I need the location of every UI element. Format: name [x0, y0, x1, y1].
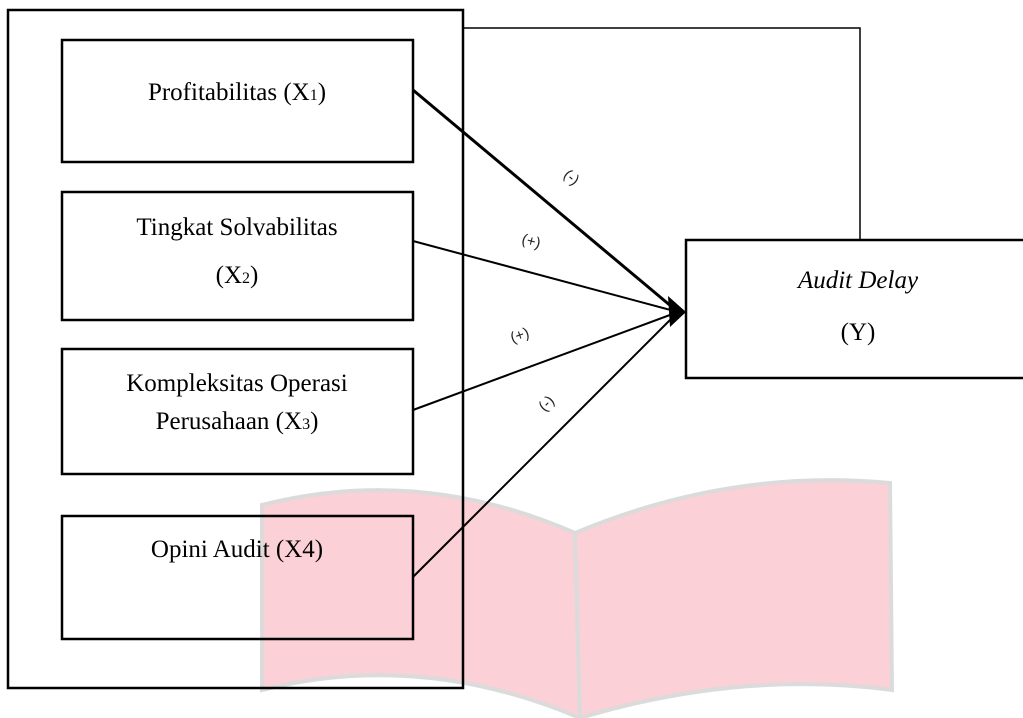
y-label: Audit Delay: [796, 267, 919, 294]
independent-variables-frame: [6, 8, 465, 690]
x1-to-y-arrow: [412, 88, 679, 314]
simultaneous-path-line: [463, 27, 861, 240]
y-symbol: (Y): [841, 319, 876, 346]
x1-sign: (-): [560, 166, 582, 189]
x3-sign: (+): [508, 324, 531, 346]
x2-box: [60, 190, 415, 322]
y-box: [684, 238, 1023, 380]
x4-to-y-arrow: [412, 311, 679, 578]
x1-box: [60, 38, 415, 164]
x2-label-line2: (X2): [216, 262, 259, 289]
x3-label-line2: Perusahaan (X3): [156, 408, 319, 435]
x2-sign: (+): [520, 231, 543, 252]
x2-to-y-arrow: [412, 240, 679, 313]
watermark-book-logo: [260, 478, 895, 718]
x3-box: [60, 347, 415, 476]
arrowhead: [668, 296, 686, 327]
x2-label-line1: Tingkat Solvabilitas: [136, 214, 337, 241]
x4-box: [60, 514, 415, 641]
x3-label-line1: Kompleksitas Operasi: [126, 370, 348, 397]
x3-to-y-arrow: [412, 311, 679, 411]
x4-label: Opini Audit (X4): [151, 536, 323, 563]
x1-label: Profitabilitas (X1): [148, 79, 326, 106]
x4-sign: (-): [535, 392, 558, 415]
